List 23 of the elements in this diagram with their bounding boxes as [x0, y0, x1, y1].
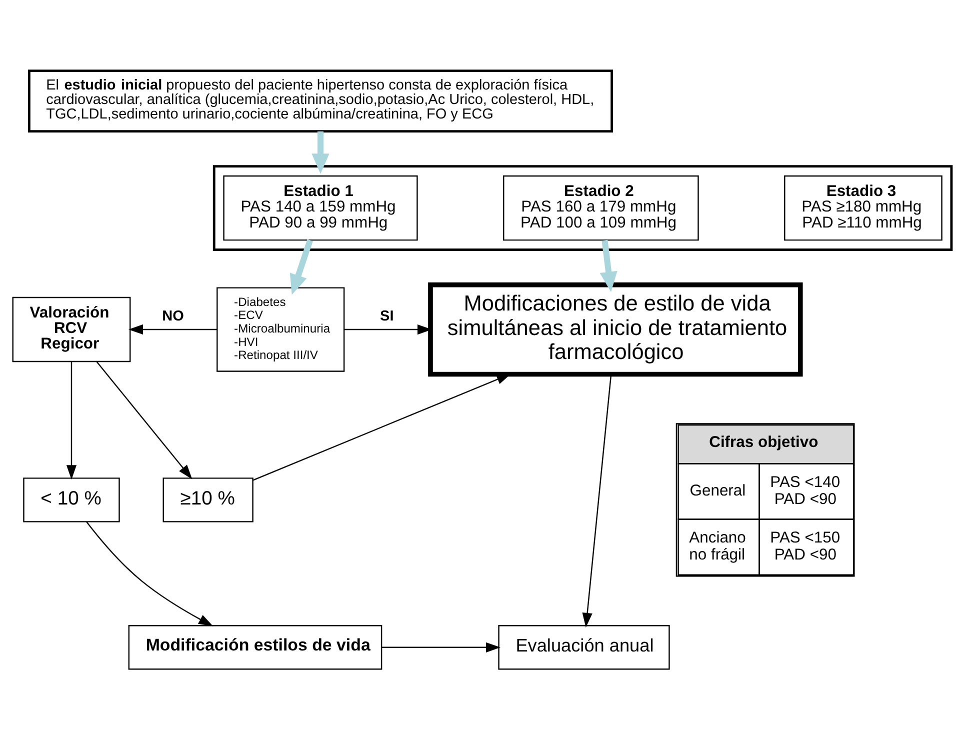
node-box: Evaluación anual [498, 625, 670, 670]
node-box: < 10 % [23, 478, 120, 522]
arrow [600, 240, 618, 292]
node-box: Modificación estilos de vida [128, 625, 382, 670]
arrow [96, 362, 192, 480]
edge-label: NO [162, 308, 184, 325]
node-box: El estudio inicial propuesto del paciente hipertenso consta de exploración física cardiovascular, analítica (glucemia,creatinina,sodio,potasio,Ac Urico, colesterol, HDL, TGC,LDL,sedimento urinario,cociente albúmina/creatinina, FO y ECG [28, 70, 614, 132]
arrow [290, 239, 313, 295]
cluster [212, 165, 953, 251]
arrow [582, 374, 612, 628]
arrow [382, 642, 500, 652]
arrow [312, 131, 330, 174]
node-box: Estadio 2 PAS 160 a 179 mmHg PAD 100 a 109 mmHg [503, 175, 699, 241]
node-box: Modificaciones de estilo de vida simultáneas al inicio de tratamiento farmacológico [428, 282, 803, 377]
arrow [128, 324, 218, 335]
node-box: -Diabetes -ECV -Microalbuminuria -HVI -Retinopat III/IV [216, 287, 345, 372]
node-box: Estadio 1 PAS 140 a 159 mmHg PAD 90 a 99 mmHg [223, 175, 418, 241]
edge-label: SI [380, 308, 394, 325]
node-box: ≥10 % [162, 478, 254, 522]
arrow [66, 362, 77, 480]
arrow [86, 521, 214, 626]
node-box: Estadio 3 PAS ≥180 mmHg PAD ≥110 mmHg [784, 175, 942, 241]
node-box: Valoración RCV Regicor [12, 296, 131, 362]
